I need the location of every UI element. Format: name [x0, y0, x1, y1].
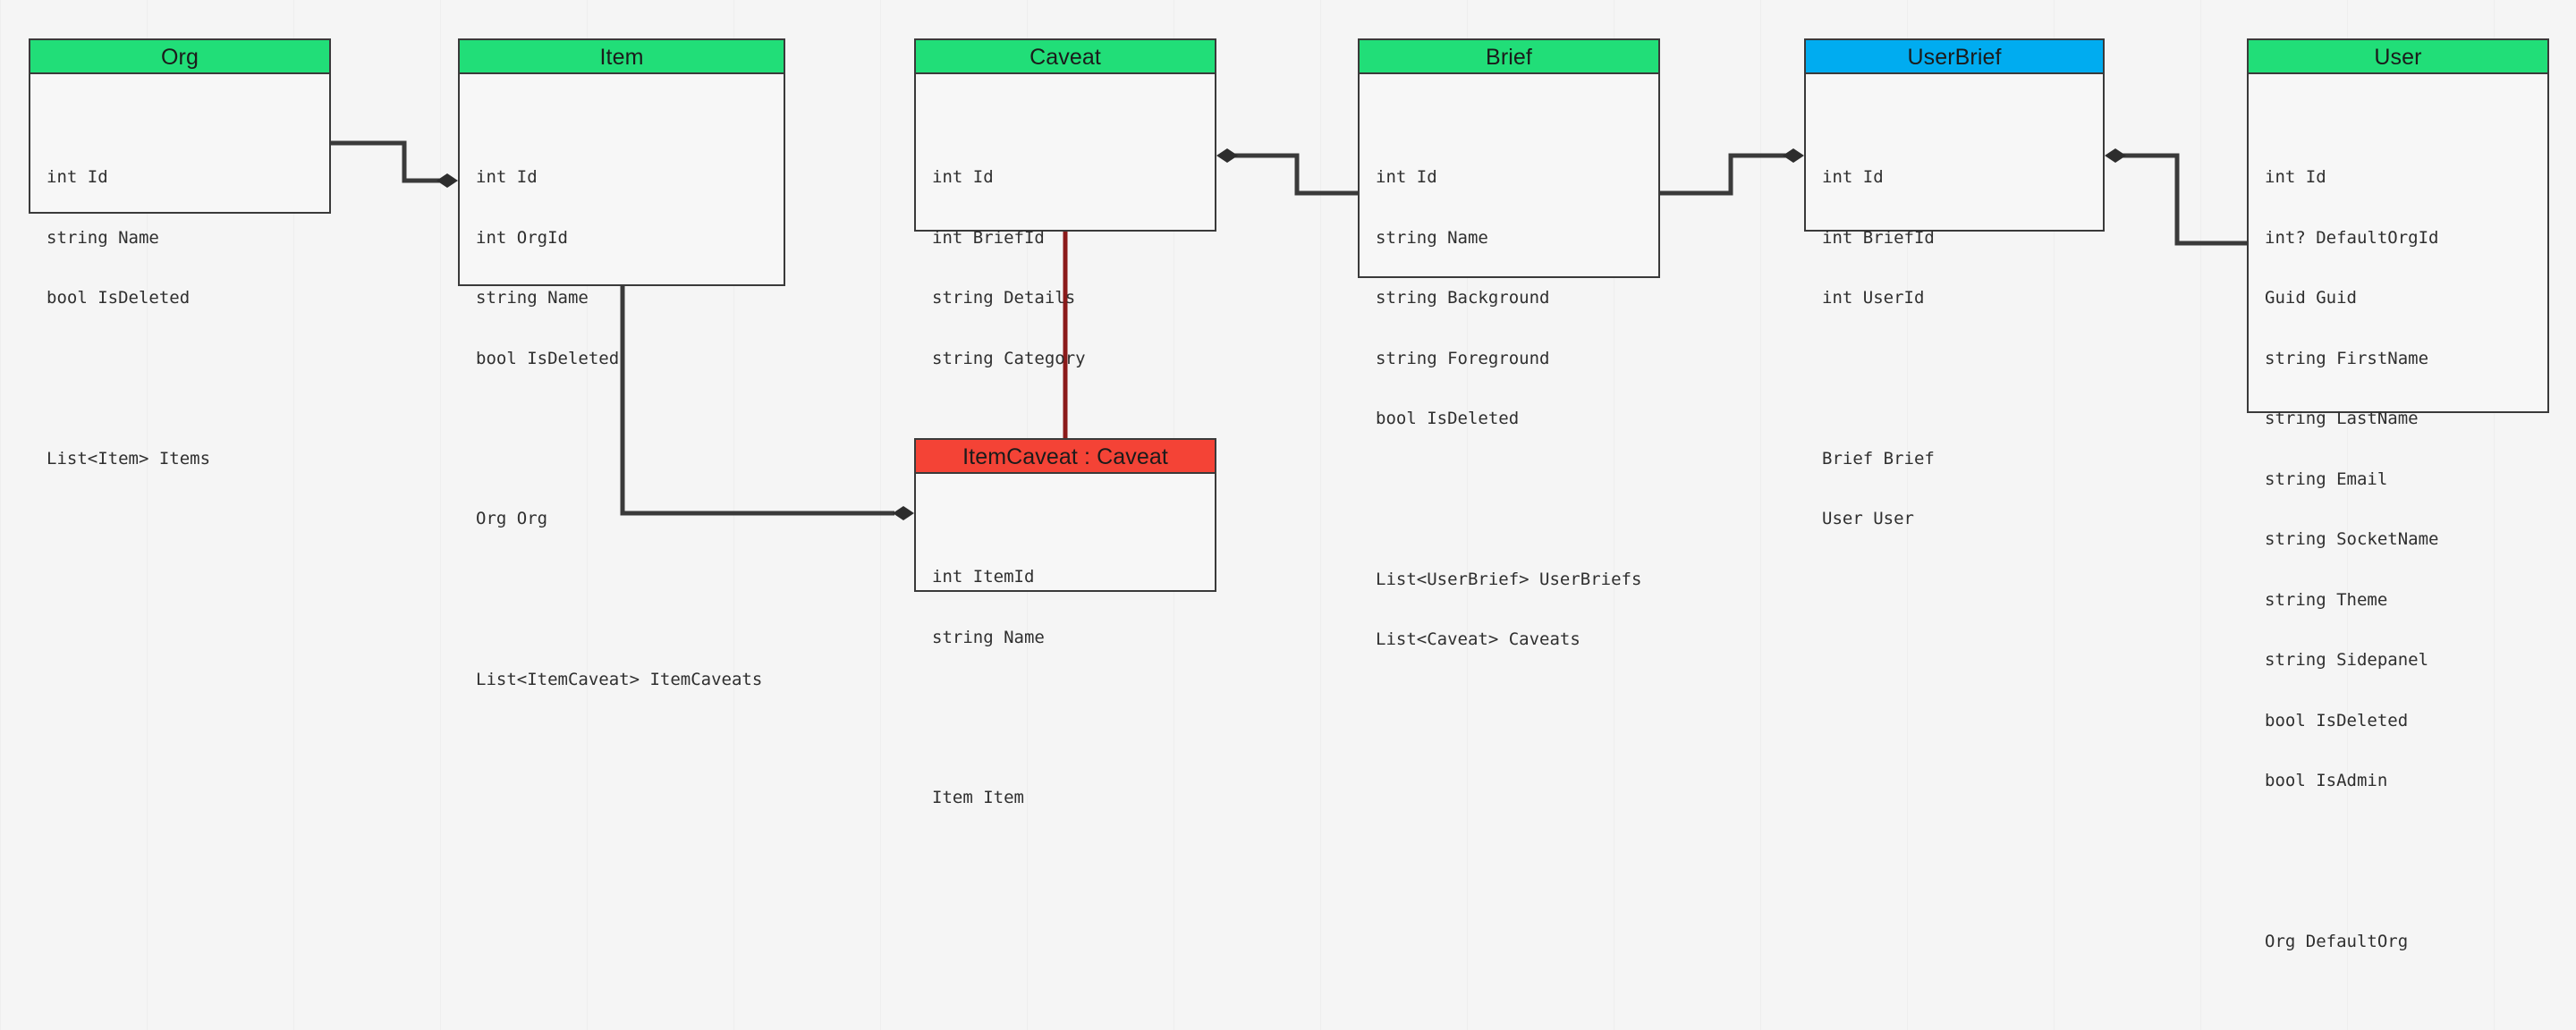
composition-diamond: [893, 506, 914, 520]
attribute-line: string Foreground: [1376, 348, 1550, 368]
attribute-group: Brief Brief User User: [1822, 409, 2087, 570]
attribute-line: int Id: [476, 167, 538, 187]
class-body-item: int Id int OrgId string Name bool IsDele…: [460, 74, 784, 784]
attribute-group: Org DefaultOrg: [2265, 891, 2531, 992]
attribute-line: Item Item: [932, 788, 1024, 807]
attribute-line: User User: [1822, 509, 1914, 528]
attribute-line: int Id: [1376, 167, 1437, 187]
attribute-line: int Id: [2265, 167, 2326, 187]
class-body-user: int Id int? DefaultOrgId Guid Guid strin…: [2249, 74, 2547, 1030]
attribute-line: bool IsDeleted: [47, 288, 191, 308]
attribute-line: int ItemId: [932, 567, 1035, 587]
attribute-line: string Name: [932, 627, 1045, 647]
attribute-line: int Id: [47, 167, 108, 187]
attribute-line: string Name: [1376, 227, 1488, 248]
class-header-user: User: [2249, 40, 2547, 74]
attribute-group: List<ItemCaveat> ItemCaveats: [476, 629, 767, 730]
edge-brief-userbrief[interactable]: [1660, 148, 1804, 196]
attribute-line: string Sidepanel: [2265, 650, 2429, 670]
attribute-line: string Email: [2265, 469, 2388, 489]
class-body-itemcaveat: int ItemId string Name Item Item: [916, 474, 1215, 903]
edge-caveat-brief[interactable]: [1216, 148, 1358, 196]
attribute-line: int? DefaultOrgId: [2265, 227, 2439, 248]
attribute-line: bool IsDeleted: [1376, 409, 1520, 428]
attribute-line: Brief Brief: [1822, 448, 1935, 469]
class-box-itemcaveat[interactable]: ItemCaveat : Caveat int ItemId string Na…: [914, 438, 1216, 807]
class-box-userbrief[interactable]: UserBrief int Id int BriefId int UserId …: [1804, 38, 2105, 528]
class-header-item: Item: [460, 40, 784, 74]
attribute-group: int Id string Name bool IsDeleted: [47, 127, 313, 349]
class-body-brief: int Id string Name string Background str…: [1360, 74, 1658, 745]
attribute-line: int UserId: [1822, 288, 1925, 308]
class-header-brief: Brief: [1360, 40, 1658, 74]
attribute-group: int Id int BriefId string Details string…: [932, 127, 1199, 409]
attribute-line: int BriefId: [932, 227, 1045, 248]
attribute-line: int BriefId: [1822, 227, 1935, 248]
edge-org-item[interactable]: [331, 140, 458, 188]
attribute-line: string Name: [47, 227, 159, 248]
attribute-line: int Id: [1822, 167, 1884, 187]
class-box-brief[interactable]: Brief int Id string Name string Backgrou…: [1358, 38, 1660, 649]
attribute-line: List<ItemCaveat> ItemCaveats: [476, 669, 763, 689]
attribute-line: string Details: [932, 288, 1076, 308]
attribute-line: string SocketName: [2265, 529, 2439, 549]
attribute-line: Org DefaultOrg: [2265, 931, 2409, 951]
attribute-line: bool IsDeleted: [2265, 710, 2409, 730]
attribute-line: string Theme: [2265, 589, 2388, 610]
attribute-group: List<UserBrief> UserBriefs List<Caveat> …: [1376, 529, 1642, 690]
attribute-line: string FirstName: [2265, 348, 2429, 368]
attribute-group: int Id int OrgId string Name bool IsDele…: [476, 127, 767, 409]
attribute-group: int Id int? DefaultOrgId Guid Guid strin…: [2265, 127, 2531, 832]
attribute-line: List<UserBrief> UserBriefs: [1376, 569, 1642, 589]
attribute-group: Item Item: [932, 747, 1199, 848]
attribute-line: Org Org: [476, 509, 548, 528]
attribute-line: string Name: [476, 288, 589, 308]
attribute-line: Guid Guid: [2265, 288, 2357, 308]
edge-userbrief-user[interactable]: [2105, 148, 2247, 246]
attribute-group: int ItemId string Name: [932, 527, 1199, 688]
attribute-line: List<Item> Items: [47, 448, 211, 469]
class-body-userbrief: int Id int BriefId int UserId Brief Brie…: [1806, 74, 2103, 624]
composition-diamond: [436, 173, 458, 188]
attribute-line: string Background: [1376, 288, 1550, 308]
class-box-user[interactable]: User int Id int? DefaultOrgId Guid Guid …: [2247, 38, 2549, 951]
attribute-line: string LastName: [2265, 409, 2419, 428]
class-box-caveat[interactable]: Caveat int Id int BriefId string Details…: [914, 38, 1216, 528]
attribute-line: int OrgId: [476, 227, 568, 248]
attribute-group: int Id int BriefId int UserId: [1822, 127, 2087, 349]
attribute-line: bool IsDeleted: [476, 348, 620, 368]
composition-diamond: [1216, 148, 1238, 163]
class-header-itemcaveat: ItemCaveat : Caveat: [916, 440, 1215, 474]
attribute-group: List<Item> Items: [47, 409, 313, 510]
composition-diamond: [2105, 148, 2126, 163]
class-body-org: int Id string Name bool IsDeleted List<I…: [30, 74, 329, 563]
composition-diamond: [1783, 148, 1804, 163]
class-box-item[interactable]: Item int Id int OrgId string Name bool I…: [458, 38, 785, 689]
class-header-org: Org: [30, 40, 329, 74]
attribute-line: string Category: [932, 348, 1086, 368]
attribute-line: bool IsAdmin: [2265, 771, 2388, 790]
class-header-caveat: Caveat: [916, 40, 1215, 74]
attribute-line: List<Caveat> Caveats: [1376, 629, 1580, 649]
class-header-userbrief: UserBrief: [1806, 40, 2103, 74]
attribute-group: int Id string Name string Background str…: [1376, 127, 1642, 469]
class-box-org[interactable]: Org int Id string Name bool IsDeleted Li…: [29, 38, 331, 469]
attribute-line: int Id: [932, 167, 994, 187]
attribute-group: Org Org: [476, 469, 767, 570]
